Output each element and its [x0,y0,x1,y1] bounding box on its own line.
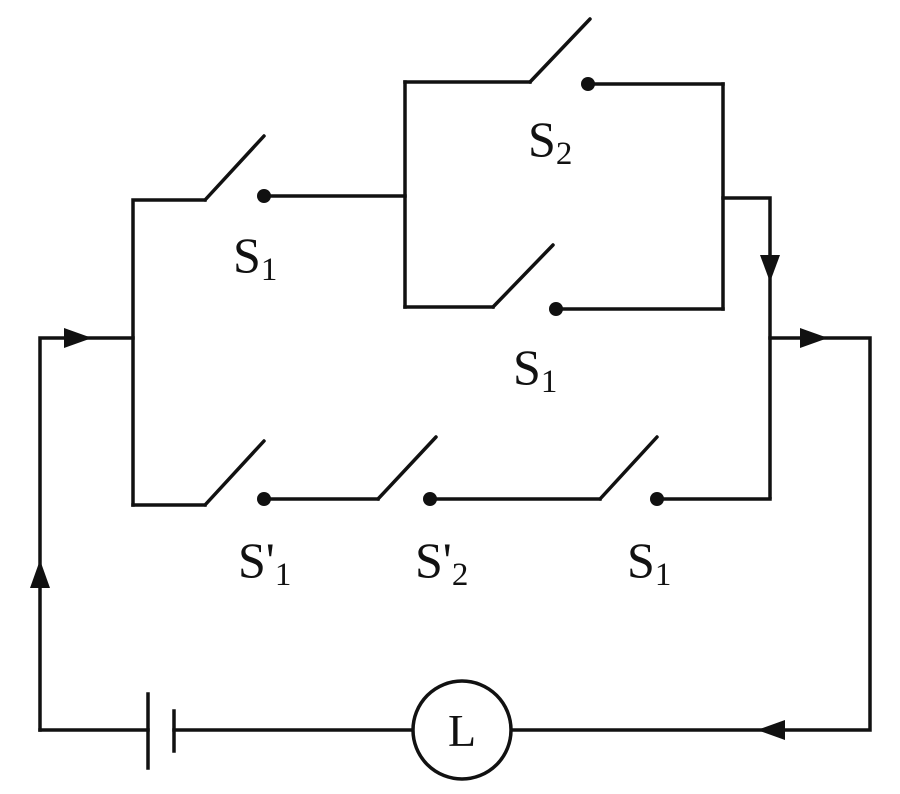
up-arrow-icon [30,560,50,588]
right-arrow-icon [64,328,92,348]
switch-blade [203,439,266,507]
switch-s1-upper [203,134,271,203]
left-bus-wire [131,198,207,507]
switch-s2-prime [376,435,438,506]
switch-label: S'2 [415,532,468,593]
switch-label: S1 [627,532,671,593]
current-arrows [30,255,828,740]
switch-label: S2 [528,111,572,172]
switch-s1-lower [598,435,664,506]
switch-contact [650,492,664,506]
switch-s1-middle [491,243,563,316]
lamp: L [411,679,513,781]
lamp-circle [411,679,513,781]
switch-contact [423,492,437,506]
switch-label: S'1 [238,532,291,593]
outer-loop-wires [38,336,872,732]
switch-s2 [528,17,595,91]
left-arrow-icon [757,720,785,740]
switch-contact [581,77,595,91]
switch-blade [528,17,592,84]
switch-blade [598,435,659,501]
switch-network-wires [131,80,772,507]
left-supply-wire [38,336,135,732]
switch-s1-prime [203,439,271,507]
switch-blade [203,134,266,202]
switch-contact [549,302,563,316]
switch-label: S1 [513,339,557,400]
right-arrow-icon [800,328,828,348]
switch-contact [257,189,271,203]
right-return-wire [509,336,872,732]
right-bus-wire [721,196,772,499]
switch-blade [376,435,438,501]
battery [146,692,176,770]
switch-labels: S1 S2 S1 S'1 S'2 S1 [233,111,671,593]
lamp-label: L [448,705,476,756]
switch-label: S1 [233,227,277,288]
switch-blade [491,243,555,309]
down-arrow-icon [760,255,780,282]
switch-contact [257,492,271,506]
